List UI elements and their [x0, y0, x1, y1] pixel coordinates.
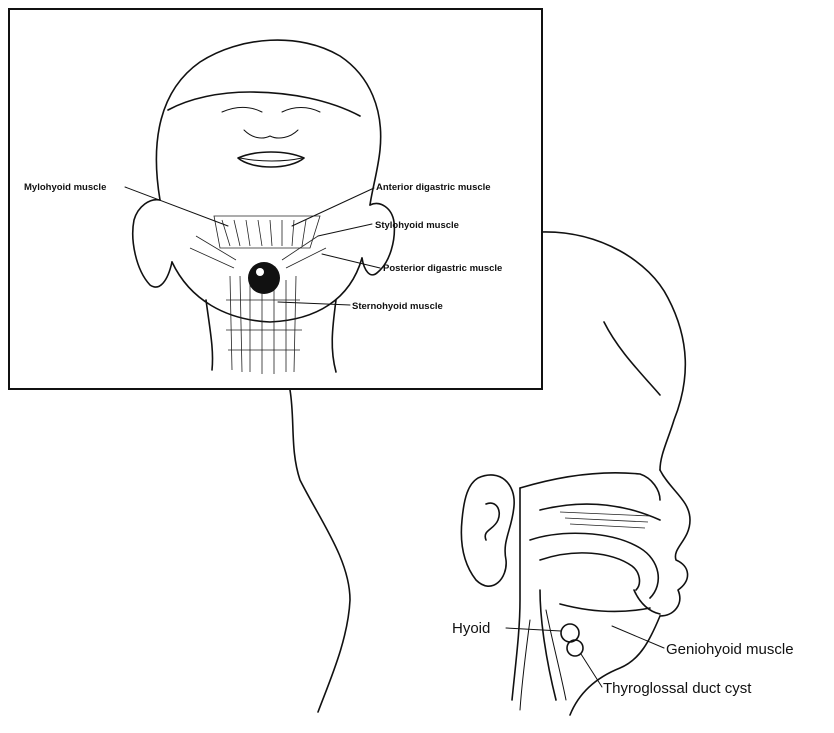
label-anterior-digastric-muscle: Anterior digastric muscle: [376, 182, 491, 193]
label-posterior-digastric-muscle: Posterior digastric muscle: [383, 263, 502, 274]
cyst-marker: [248, 262, 280, 294]
label-geniohyoid-muscle: Geniohyoid muscle: [666, 641, 794, 658]
inset-frontal-view: Mylohyoid muscle Anterior digastric musc…: [9, 9, 542, 389]
label-thyroglossal-duct-cyst: Thyroglossal duct cyst: [603, 680, 752, 697]
inset-frame: [9, 9, 542, 389]
label-stylohyoid-muscle: Stylohyoid muscle: [375, 220, 459, 231]
label-mylohyoid-muscle: Mylohyoid muscle: [24, 182, 106, 193]
profile-labels: Hyoid Geniohyoid muscle Thyroglossal duc…: [452, 620, 794, 697]
ear-drawing: [461, 475, 514, 586]
label-sternohyoid-muscle: Sternohyoid muscle: [352, 301, 443, 312]
label-hyoid: Hyoid: [452, 620, 490, 637]
cyst-highlight: [256, 268, 264, 276]
thyroglossal-cyst-marker: [567, 640, 583, 656]
